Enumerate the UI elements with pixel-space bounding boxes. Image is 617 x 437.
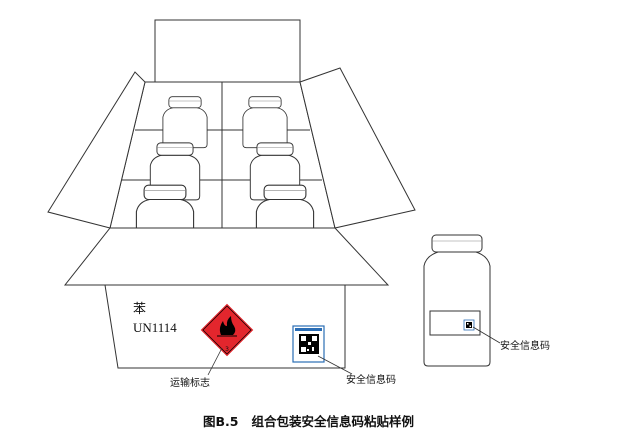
- back-flap: [154, 19, 301, 83]
- safety-qr-label-bottle: [463, 319, 475, 331]
- figure-caption: 图B.5 组合包装安全信息码粘贴样例: [202, 414, 415, 429]
- flammable-liquid-label: 3: [199, 302, 255, 358]
- transport-mark-callout: 运输标志: [170, 376, 210, 389]
- un-number: UN1114: [133, 320, 177, 335]
- box-code-leader: [317, 355, 353, 375]
- transport-mark-leader: [207, 347, 223, 376]
- flame-icon: [219, 316, 236, 335]
- box-safety-code-callout: 安全信息码: [346, 373, 396, 386]
- bottle-code-leader: [472, 326, 501, 344]
- front-flap: [63, 227, 390, 286]
- qr-code-small-icon: [466, 322, 472, 328]
- standalone-bottle: [423, 234, 491, 367]
- bottle-safety-code-callout: 安全信息码: [500, 339, 550, 352]
- left-flap: [47, 71, 146, 229]
- right-flap: [299, 67, 416, 229]
- hazard-class-number: 3: [225, 346, 229, 353]
- chemical-name: 苯: [133, 302, 146, 317]
